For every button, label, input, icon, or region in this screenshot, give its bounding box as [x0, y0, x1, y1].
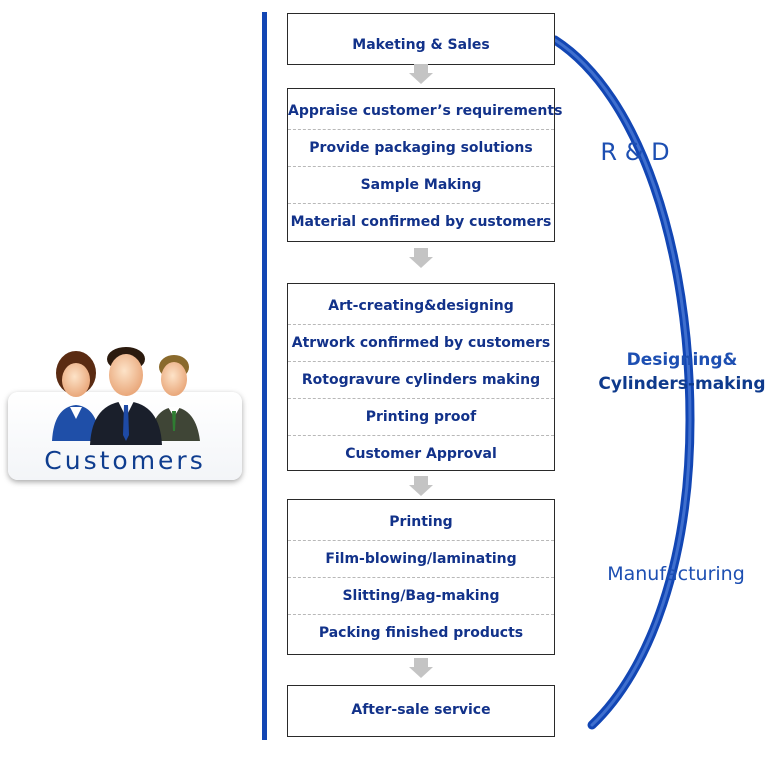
step-printing: Printing: [389, 514, 453, 530]
manufacturing-box: Printing Film-blowing/laminating Slittin…: [287, 499, 555, 655]
flow-arrow-down-icon: [409, 64, 433, 84]
marketing-box: Maketing & Sales: [287, 13, 555, 65]
step-printing-proof: Printing proof: [288, 398, 554, 435]
phase-label-designing: Designing& Cylinders-making: [598, 348, 766, 396]
step-appraise-requirements: Appraise customer’s requirements: [288, 103, 563, 119]
step-material-confirmed: Material confirmed by customers: [288, 203, 554, 240]
customer-group-icon: [52, 347, 200, 445]
flow-arrow-down-icon: [409, 248, 433, 268]
step-cylinders-making: Rotogravure cylinders making: [288, 361, 554, 398]
phase-label-designing-line1: Designing&: [626, 350, 738, 370]
step-film-blowing: Film-blowing/laminating: [288, 540, 554, 577]
step-customer-approval: Customer Approval: [288, 435, 554, 472]
flow-arrow-down-icon: [409, 658, 433, 678]
step-slitting-bag-making: Slitting/Bag-making: [288, 577, 554, 614]
flow-arrow-down-icon: [409, 476, 433, 496]
step-art-designing: Art-creating&designing: [328, 298, 514, 314]
step-packing-products: Packing finished products: [288, 614, 554, 651]
step-artwork-confirmed: Atrwork confirmed by customers: [288, 324, 554, 361]
step-sample-making: Sample Making: [288, 166, 554, 203]
phase-label-manufacturing: Manufacturing: [607, 563, 745, 585]
aftersale-box: After-sale service: [287, 685, 555, 737]
step-after-sale-service: After-sale service: [351, 702, 491, 718]
step-marketing-sales: Maketing & Sales: [352, 37, 490, 53]
customers-label: Customers: [44, 446, 206, 475]
rnd-box: Appraise customer’s requirements Provide…: [287, 88, 563, 242]
design-box: Art-creating&designing Atrwork confirmed…: [287, 283, 555, 471]
phase-label-rnd: R & D: [600, 138, 670, 166]
phase-label-designing-line2: Cylinders-making: [598, 374, 766, 394]
step-packaging-solutions: Provide packaging solutions: [288, 129, 554, 166]
customer-flow-line: [262, 12, 267, 740]
